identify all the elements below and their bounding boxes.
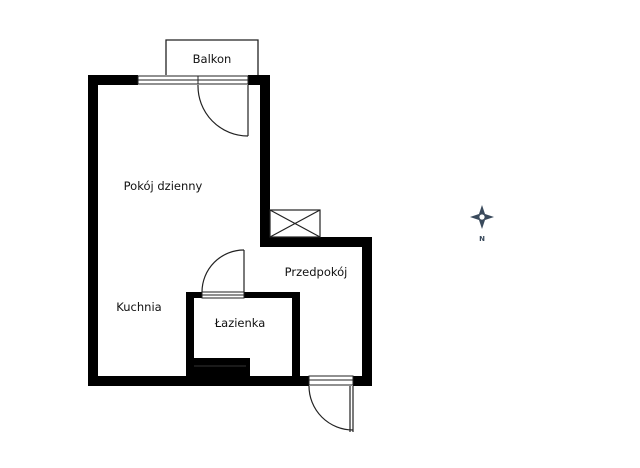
- kitchen-label: Kuchnia: [116, 300, 161, 314]
- balcony-label: Balkon: [193, 52, 232, 66]
- bathroom-door: [201, 249, 245, 293]
- compass-rose-icon: [470, 205, 494, 229]
- compass-north-label: N: [479, 235, 485, 243]
- entrance-door: [308, 385, 354, 432]
- walls: [88, 75, 372, 386]
- ventilation-shaft: [269, 209, 321, 238]
- balcony: [165, 39, 259, 75]
- balcony-door-frame: [137, 75, 249, 85]
- living-room-label: Pokój dzienny: [124, 179, 203, 193]
- hallway-label: Przedpokój: [285, 265, 348, 279]
- entrance-door-frame: [308, 375, 354, 386]
- bathroom-door-frame: [201, 291, 245, 299]
- balcony-door: [197, 84, 249, 137]
- bathroom-label: Łazienka: [214, 316, 266, 330]
